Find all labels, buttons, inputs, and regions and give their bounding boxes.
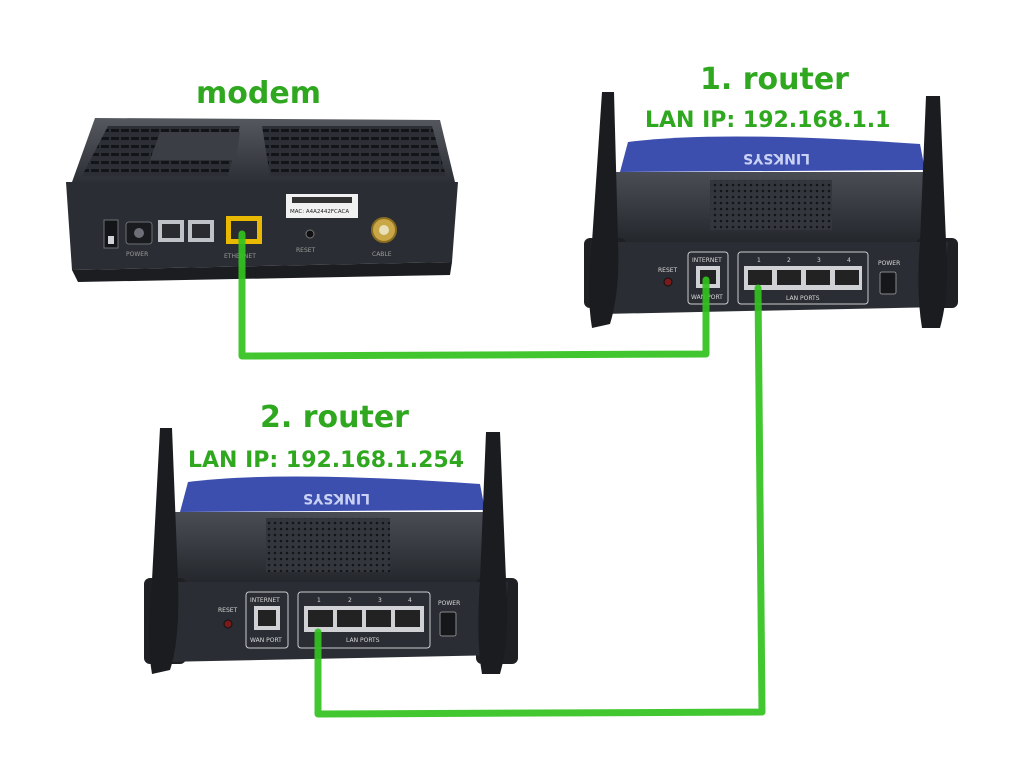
modem-device: POWER ETHERNET MAC: A4A2442FCACA RESET C… [66, 118, 458, 282]
r2-antenna-right-icon [478, 432, 508, 674]
r2-power-text: POWER [438, 600, 460, 607]
linksys-faceplate [180, 476, 485, 512]
r2-wan-box [245, 591, 289, 649]
linksys-brand-text: LINKSYS [303, 490, 370, 506]
r2-lan-port-1-icon [308, 610, 333, 627]
r1-reset-icon [663, 277, 673, 287]
linksys-faceplate [620, 136, 925, 172]
r2-wan-text: WAN PORT [250, 637, 282, 644]
r1-antenna-left-icon [589, 92, 619, 328]
modem-cable-text: CABLE [372, 251, 392, 258]
modem-label: modem [196, 76, 321, 111]
r1-port-num-4: 4 [847, 257, 851, 264]
linksys-brand-text: LINKSYS [743, 150, 810, 166]
r2-antenna-left-icon [149, 428, 179, 674]
router-top-grille [266, 518, 390, 572]
power-switch-icon [103, 219, 119, 249]
r2-internet-text: INTERNET [250, 597, 280, 604]
mac-text: MAC: A4A2442FCACA [290, 209, 349, 215]
modem-vent-right [262, 126, 446, 176]
r2-port-num-4: 4 [408, 597, 412, 604]
r2-lan-port-3-icon [366, 610, 391, 627]
r2-lan-text: LAN PORTS [346, 637, 380, 644]
modem-power-text: POWER [126, 251, 148, 258]
cable-router1-lan-to-router2-lan [314, 284, 766, 718]
modem-top-panel [150, 132, 240, 160]
r2-reset-icon [223, 619, 233, 629]
r1-lan-port-4-icon [835, 270, 859, 285]
r2-power-jack-icon [439, 611, 457, 637]
r2-lan-port-2-icon [337, 610, 362, 627]
router-2-title: 2. router [260, 400, 409, 435]
r2-port-num-1: 1 [317, 597, 321, 604]
r1-port-num-2: 2 [787, 257, 791, 264]
router-1-device: LINKSYS RESET INTERNET WAN PORT 1 2 3 4 … [584, 92, 958, 328]
modem-reset-icon [305, 229, 315, 239]
r1-lan-box [737, 251, 869, 305]
r2-port-num-3: 3 [378, 597, 382, 604]
modem-reset-text: RESET [296, 247, 316, 254]
r1-port-num-1: 1 [757, 257, 761, 264]
r1-antenna-right-icon [918, 96, 948, 328]
r2-lan-box [297, 591, 431, 649]
r2-reset-text: RESET [218, 607, 238, 614]
r1-internet-text: INTERNET [692, 257, 722, 264]
r2-lan-ports [304, 606, 424, 632]
r1-power-jack-icon [879, 271, 897, 295]
cable-modem-to-router1-wan [238, 230, 710, 360]
router-1-lan-ip: LAN IP: 192.168.1.1 [645, 108, 891, 133]
router-2-lan-ip: LAN IP: 192.168.1.254 [188, 448, 465, 473]
router-2-device: LINKSYS RESET INTERNET WAN PORT 1 2 3 4 … [144, 428, 518, 674]
r1-lan-port-2-icon [777, 270, 801, 285]
r1-lan-text: LAN PORTS [786, 295, 820, 302]
router-1-title: 1. router [700, 62, 849, 97]
r2-lan-port-4-icon [395, 610, 420, 627]
r1-lan-ports [744, 266, 862, 290]
r1-port-num-3: 3 [817, 257, 821, 264]
r2-port-num-2: 2 [348, 597, 352, 604]
router-top-grille [710, 180, 832, 230]
r1-power-text: POWER [878, 260, 900, 267]
r1-lan-port-1-icon [748, 270, 772, 285]
r1-lan-port-3-icon [806, 270, 830, 285]
r1-reset-text: RESET [658, 267, 678, 274]
